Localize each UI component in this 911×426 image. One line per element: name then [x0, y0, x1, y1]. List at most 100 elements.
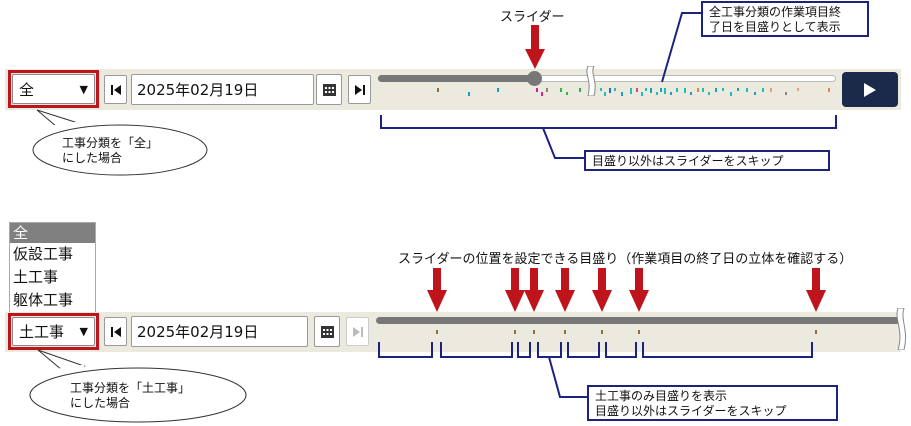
top-tick-mark — [650, 88, 652, 93]
bottom-select-highlight — [8, 313, 99, 350]
bottom-prev-button[interactable] — [104, 317, 127, 346]
top-date-input[interactable]: 2025年02月19日 — [131, 74, 314, 105]
top-prev-button[interactable] — [104, 75, 127, 104]
bottom-track-break — [896, 308, 907, 350]
tick-bracket — [605, 342, 637, 358]
chevron-down-icon: ▼ — [79, 82, 88, 96]
top-tick-mark — [746, 88, 748, 92]
bottom-calendar-button[interactable] — [314, 316, 340, 347]
play-icon — [864, 82, 876, 97]
top-tick-mark — [676, 88, 678, 92]
top-tick-mark — [660, 88, 662, 92]
tick-arrow — [427, 268, 447, 312]
bottom-date-text: 2025年02月19日 — [137, 323, 259, 341]
bottom-bubble-text: 工事分類を「土工事」 にした場合 — [70, 381, 191, 410]
bottom-date-input[interactable]: 2025年02月19日 — [131, 316, 308, 347]
top-tick-mark — [609, 88, 611, 93]
top-tick-mark — [722, 88, 724, 91]
top-ticks-note: 全工事分類の作業項目終 了日を目盛りとして表示 — [701, 1, 869, 37]
dropdown-option-temporary[interactable]: 仮設工事 — [13, 245, 74, 263]
top-date-text: 2025年02月19日 — [137, 81, 259, 99]
top-tick-mark — [541, 92, 543, 96]
top-tick-mark — [684, 88, 686, 93]
tick-bracket — [517, 342, 531, 358]
top-tick-mark — [828, 88, 830, 92]
top-tick-mark — [437, 88, 439, 92]
top-slider-thumb[interactable] — [527, 71, 542, 86]
top-tick-mark — [604, 92, 606, 96]
top-tick-mark — [754, 92, 756, 95]
calendar-icon — [320, 326, 334, 338]
bottom-tick-mark — [514, 330, 516, 334]
tick-bracket — [440, 342, 513, 358]
top-tick-mark — [645, 88, 647, 91]
top-tick-mark — [656, 92, 658, 95]
bottom-tick-mark — [601, 330, 603, 334]
bracket-connector — [548, 356, 587, 398]
top-tick-mark — [630, 88, 632, 94]
tick-bracket — [378, 342, 433, 358]
skip-forward-icon — [354, 84, 365, 95]
dropdown-option-all[interactable]: 全 — [10, 223, 95, 243]
tick-arrow — [806, 268, 826, 312]
top-tick-mark — [730, 92, 732, 96]
bottom-slider-track[interactable] — [376, 317, 900, 324]
tick-arrow — [524, 268, 544, 312]
top-tick-mark — [546, 88, 548, 92]
top-calendar-button[interactable] — [316, 74, 342, 105]
top-tick-mark — [497, 88, 499, 92]
slider-arrow — [525, 25, 545, 69]
top-tick-mark — [566, 92, 568, 95]
tick-arrow — [592, 268, 612, 312]
bottom-select-value: 土工事 — [19, 323, 65, 341]
bottom-tick-mark — [815, 330, 817, 334]
top-tick-mark — [468, 92, 470, 96]
bottom-next-button[interactable] — [346, 317, 369, 346]
skip-back-icon — [110, 326, 121, 337]
top-tick-mark — [762, 88, 764, 92]
bottom-classification-select[interactable]: 土工事 ▼ — [12, 317, 95, 346]
top-tick-mark — [641, 92, 643, 96]
tick-arrow — [555, 268, 575, 312]
top-tick-mark — [715, 88, 717, 92]
ticks-label: スライダーの位置を設定できる目盛り（作業項目の終了日の立体を確認する） — [398, 252, 853, 267]
top-next-button[interactable] — [348, 75, 371, 104]
top-tick-mark — [770, 88, 772, 92]
top-tick-mark — [670, 92, 672, 95]
top-tick-mark — [697, 88, 699, 92]
chevron-down-icon: ▼ — [79, 325, 88, 338]
top-skip-note: 目盛り以外はスライダーをスキップ — [584, 150, 830, 171]
top-tick-mark — [636, 88, 638, 92]
dropdown-option-earthwork[interactable]: 土工事 — [13, 268, 59, 286]
slider-label: スライダー — [500, 10, 565, 25]
tick-bracket — [567, 342, 600, 358]
top-tick-mark — [664, 88, 666, 94]
dropdown-option-structure[interactable]: 躯体工事 — [13, 291, 74, 309]
top-tick-mark — [737, 88, 739, 91]
top-select-value: 全 — [19, 80, 35, 99]
tick-bracket — [642, 342, 813, 358]
bottom-tick-mark — [564, 330, 566, 334]
top-tick-mark — [621, 92, 623, 96]
tick-arrow — [505, 268, 525, 312]
bottom-tick-mark — [638, 330, 640, 334]
top-tick-mark — [690, 92, 692, 95]
top-tick-mark — [797, 88, 799, 91]
top-tick-mark — [708, 92, 710, 95]
top-select-highlight — [8, 70, 99, 108]
bottom-dropdown-list: 全 仮設工事 土工事 躯体工事 — [9, 222, 96, 314]
top-play-button[interactable] — [842, 72, 898, 107]
skip-forward-icon — [352, 326, 363, 337]
top-classification-select[interactable]: 全 ▼ — [12, 74, 95, 104]
bottom-tick-mark — [533, 330, 535, 334]
calendar-icon — [322, 84, 336, 96]
tick-arrow — [629, 268, 649, 312]
bottom-note: 土工事のみ目盛りを表示 目盛り以外はスライダーをスキップ — [587, 385, 838, 421]
top-tick-mark — [614, 88, 616, 91]
top-tick-mark — [579, 88, 581, 92]
top-tick-mark — [560, 88, 562, 92]
